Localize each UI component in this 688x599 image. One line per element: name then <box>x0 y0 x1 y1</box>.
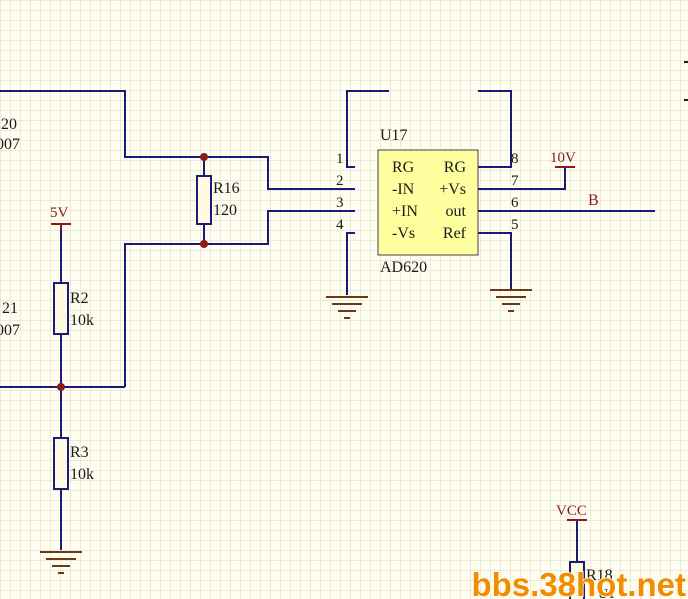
resistor-r2: R2 10k <box>53 282 94 335</box>
partial-label-mid-left-b: 007 <box>0 322 20 339</box>
junction-r16-bottom <box>200 240 208 248</box>
ic-pin4-name: -Vs <box>392 225 415 242</box>
ic-pin8-name: RG <box>444 159 467 176</box>
wire-pin8 <box>478 90 512 168</box>
ic-pin4-num: 4 <box>336 217 344 233</box>
wire-input-minus <box>0 90 355 190</box>
ic-pin5-num: 5 <box>511 217 519 233</box>
power-port-vcc-label: VCC <box>556 503 587 519</box>
resistor-r16-value: 120 <box>213 202 237 219</box>
wire-pin5-gnd <box>478 232 512 289</box>
partial-label-top-left-a: 20 <box>1 116 17 133</box>
ground-symbol-divider <box>40 551 82 574</box>
ic-pin1-num: 1 <box>336 151 344 167</box>
ic-pin3-name: +IN <box>392 203 418 220</box>
junctions <box>57 153 208 391</box>
ic-pin7-num: 7 <box>511 173 519 189</box>
resistor-r3: R3 10k <box>53 437 94 490</box>
ic-pin6-num: 6 <box>511 195 519 211</box>
power-port-5v: 5V <box>50 205 71 230</box>
junction-r16-top <box>200 153 208 161</box>
power-port-10v: 10V <box>550 150 576 168</box>
resistor-r2-body <box>53 282 69 335</box>
wire-input-plus <box>124 210 355 387</box>
power-port-vcc: VCC <box>556 503 587 521</box>
resistor-r16-body <box>196 175 212 225</box>
ic-designator: U17 <box>380 127 408 144</box>
ic-pin7-name: +Vs <box>439 181 466 198</box>
ic-pin2-name: -IN <box>392 181 415 198</box>
ic-pin5-name: Ref <box>443 225 467 242</box>
ic-part: AD620 <box>380 259 427 276</box>
power-port-5v-label: 5V <box>50 205 69 221</box>
partial-mark-right-edge-top <box>684 61 688 101</box>
ground-symbol-pin4 <box>326 296 368 319</box>
resistor-r16-designator: R16 <box>213 180 240 197</box>
net-label-output: B <box>588 192 599 209</box>
power-port-10v-label: 10V <box>550 150 576 166</box>
resistor-r3-designator: R3 <box>70 444 89 461</box>
resistor-r18-designator: R18 <box>586 567 613 584</box>
wire-pin7-10v <box>478 167 566 190</box>
ic-pin6-name: out <box>446 203 467 220</box>
junction-divider <box>57 383 65 391</box>
partial-label-mid-left-a: 21 <box>2 300 18 317</box>
resistor-r2-value: 10k <box>70 312 94 329</box>
power-port-5v-symbol <box>51 223 71 230</box>
ic-pin3-num: 3 <box>336 195 344 211</box>
ground-symbol-pin5 <box>490 289 532 312</box>
ic-pin2-num: 2 <box>336 173 344 189</box>
partial-label-top-left-b: 007 <box>0 136 20 153</box>
ic-body <box>377 149 479 256</box>
resistor-r18-body <box>569 561 585 599</box>
wire-pin1 <box>346 90 389 168</box>
wire-pin4-gnd <box>346 232 355 295</box>
resistor-r16: R16 120 <box>196 175 240 225</box>
ic-u17: U17 AD620 1 2 3 4 8 7 6 5 RG -IN +IN -Vs… <box>336 127 519 276</box>
watermark-text: bbs.38hot.net <box>471 566 686 599</box>
ic-pin1-name: RG <box>392 159 415 176</box>
partial-label-right-edge-u: U1 <box>598 587 615 599</box>
resistor-r3-value: 10k <box>70 466 94 483</box>
resistor-r18: R18 <box>569 561 613 599</box>
resistor-r3-body <box>53 437 69 490</box>
resistor-r2-designator: R2 <box>70 290 89 307</box>
ic-pin8-num: 8 <box>511 151 519 167</box>
